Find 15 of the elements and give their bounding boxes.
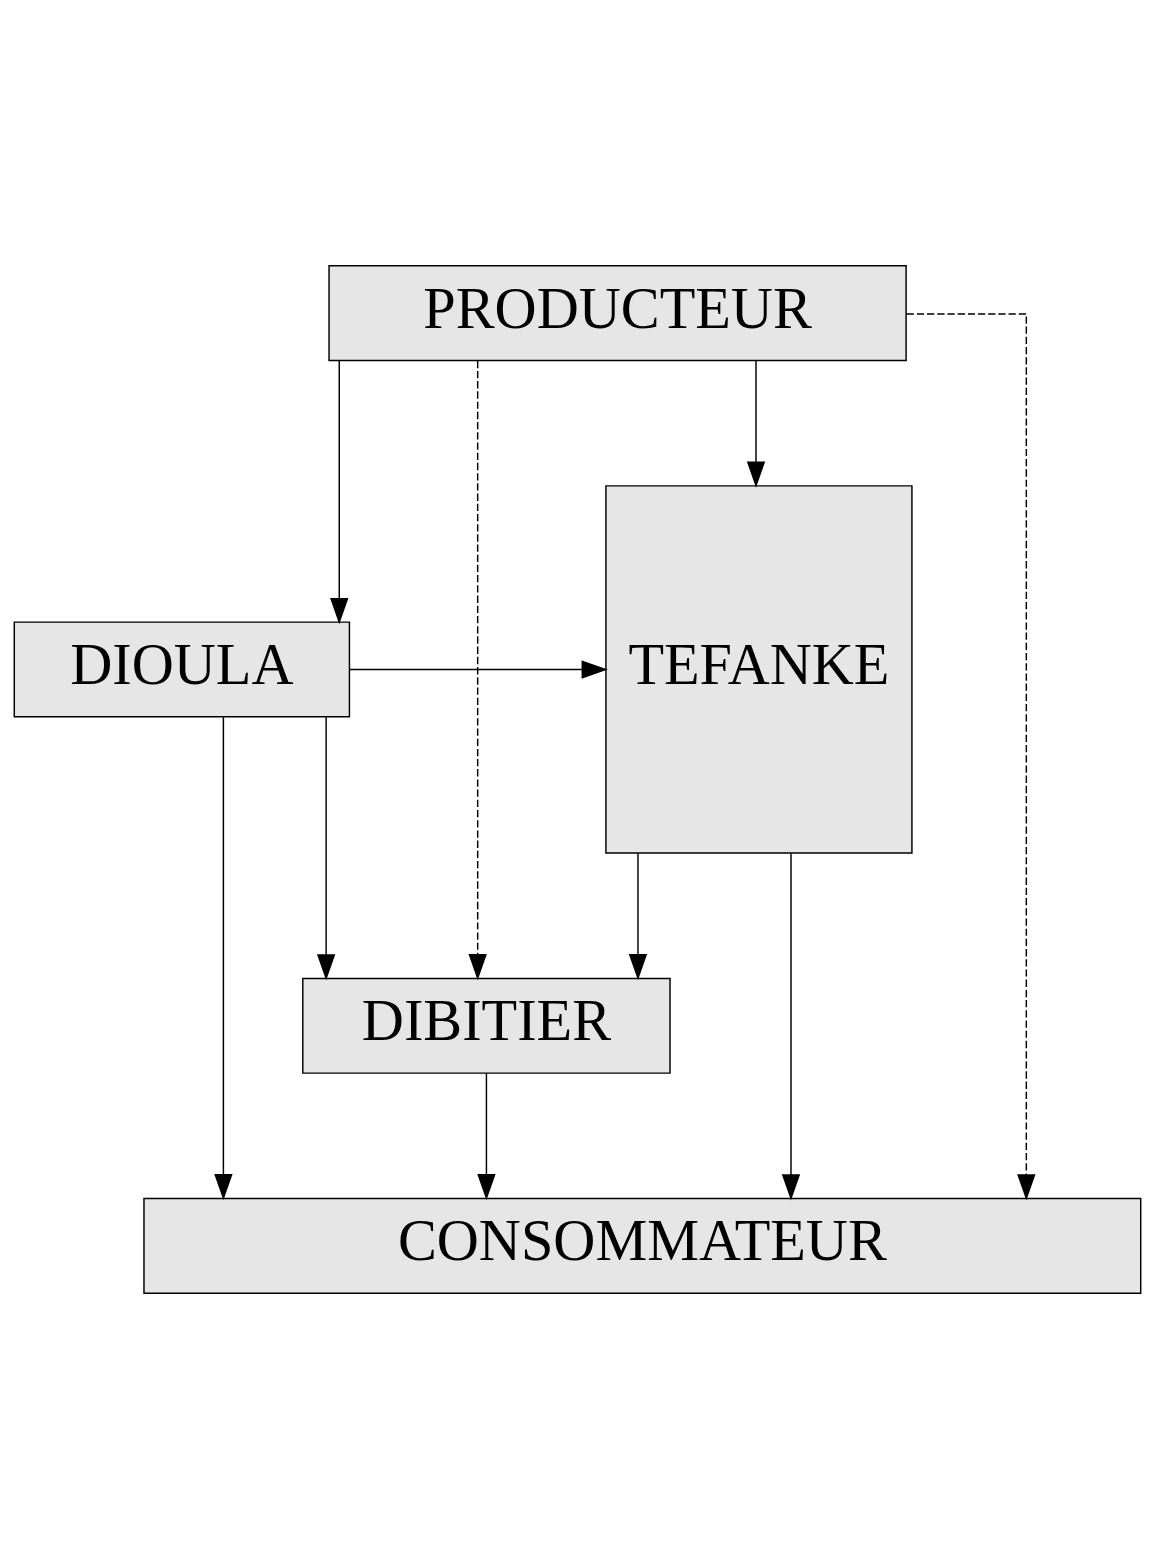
node-box: DIOULA (13, 620, 351, 718)
arrow (468, 359, 487, 980)
arrow (628, 852, 648, 980)
arrow (477, 1072, 496, 1200)
node-box: PRODUCTEUR (328, 264, 907, 361)
node-box: TEFANKE (605, 484, 913, 854)
arrow (781, 852, 801, 1201)
node-box: DIBITIER (302, 977, 671, 1074)
arrow (746, 359, 766, 488)
arrow (905, 312, 1036, 1201)
node-box: CONSOMMATEUR (143, 1197, 1142, 1294)
arrow (330, 359, 349, 624)
arrow (214, 715, 233, 1200)
arrow (316, 715, 336, 981)
arrow (348, 659, 608, 679)
